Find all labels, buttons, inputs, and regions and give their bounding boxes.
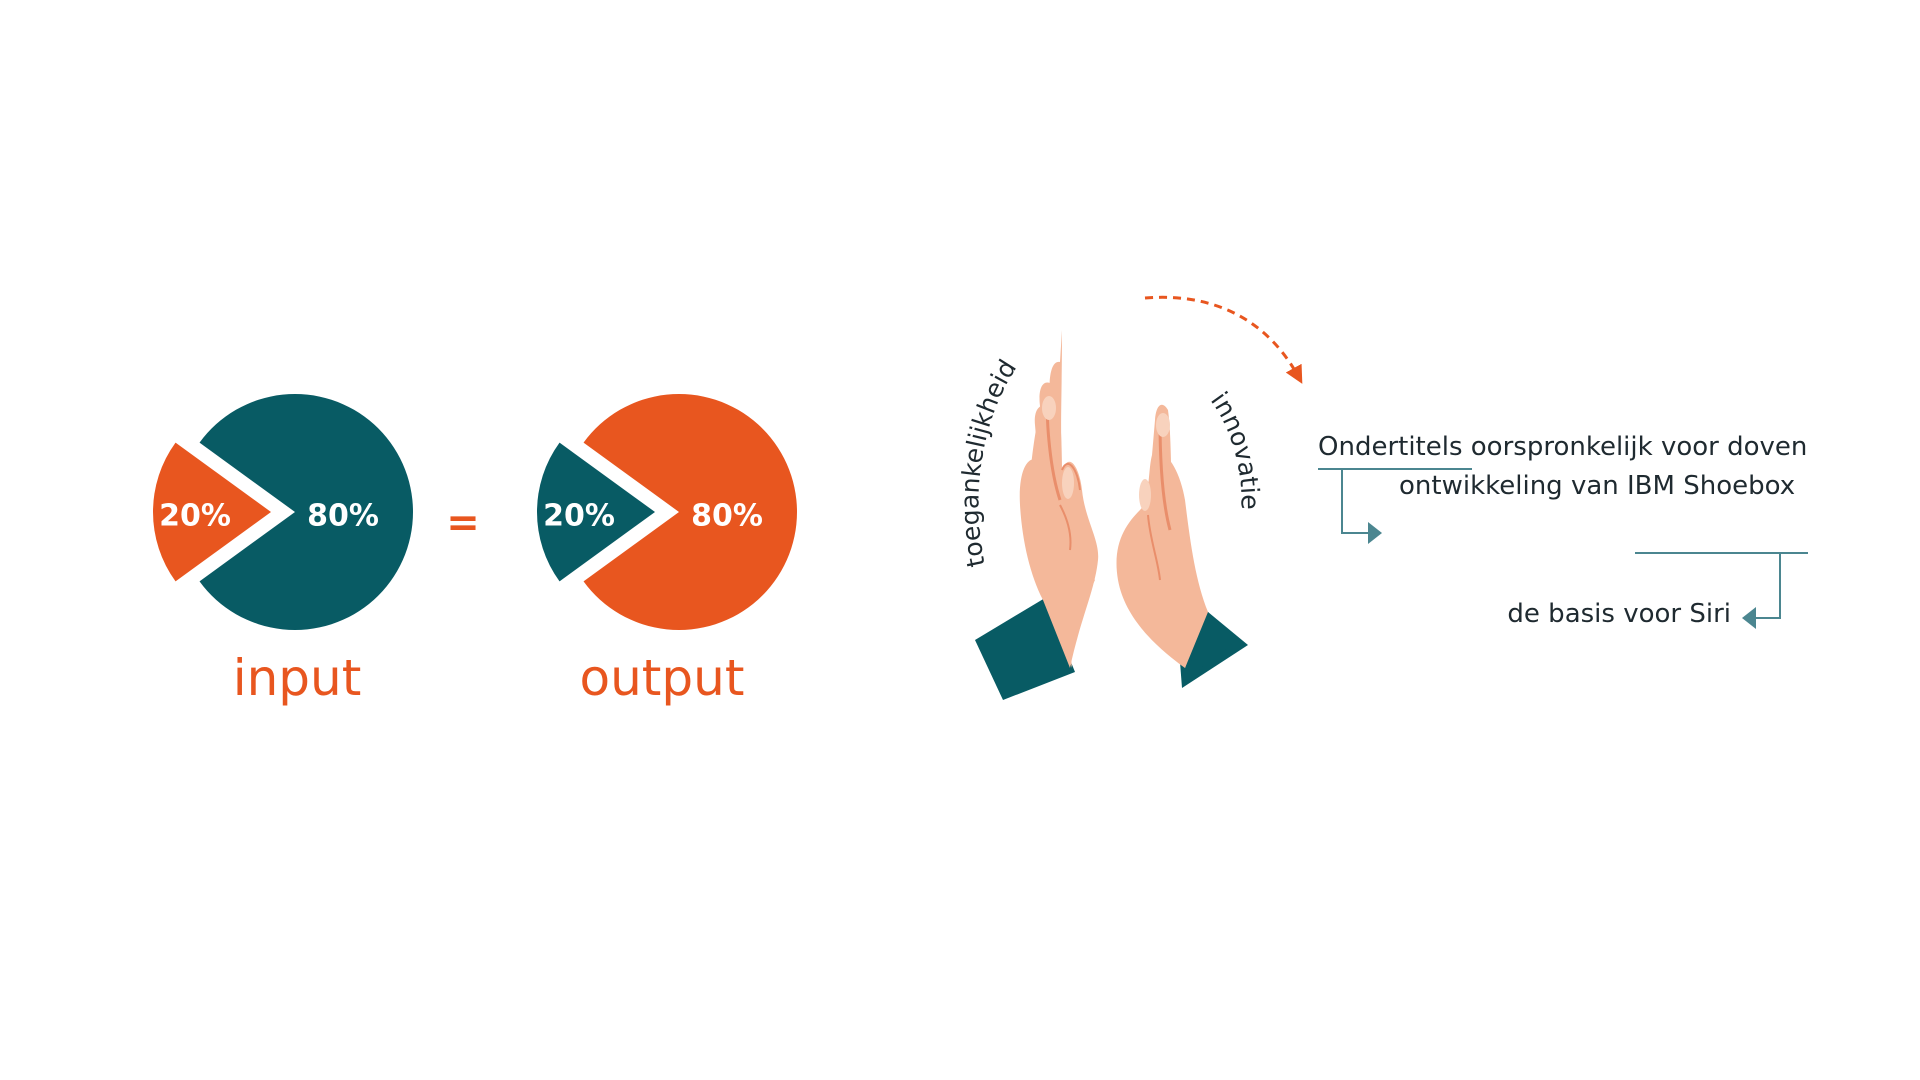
output-slice-20 [536,442,655,582]
elbow-arrow-1-icon [1341,469,1375,534]
equals-sign: = [446,500,480,546]
left-hand-icon [975,330,1099,700]
output-pie-chart: 20% 80% [536,393,797,630]
high-five-hands-illustration: toegankelijkheid innovatie [955,295,1303,700]
timeline-line-2: ontwikkeling van IBM Shoebox [1399,471,1795,501]
timeline-line-1: Ondertitels oorspronkelijk voor doven [1318,432,1807,462]
left-arc-word: toegankelijkheid [955,354,1022,569]
timeline-notes: Ondertitels oorspronkelijk voor doven on… [1318,432,1808,629]
input-slice-20 [152,442,271,582]
input-label-20: 20% [159,499,231,534]
right-hand-icon [1116,404,1248,688]
output-label-20: 20% [543,499,615,534]
timeline-line-3: de basis voor Siri [1507,599,1731,629]
input-label-80: 80% [307,499,379,534]
input-pie-chart: 20% 80% [152,394,414,631]
dashed-curved-arrow-icon [1144,295,1303,384]
input-caption: input [233,649,362,707]
elbow-arrow-2-icon [1750,553,1781,619]
output-label-80: 80% [691,499,763,534]
arrow-head-1 [1368,522,1382,544]
arrow-head-2 [1742,607,1756,629]
output-caption: output [580,649,745,707]
input-slice-80 [199,394,414,631]
right-arc-word: innovatie [1205,387,1265,510]
output-slice-80 [583,393,797,630]
